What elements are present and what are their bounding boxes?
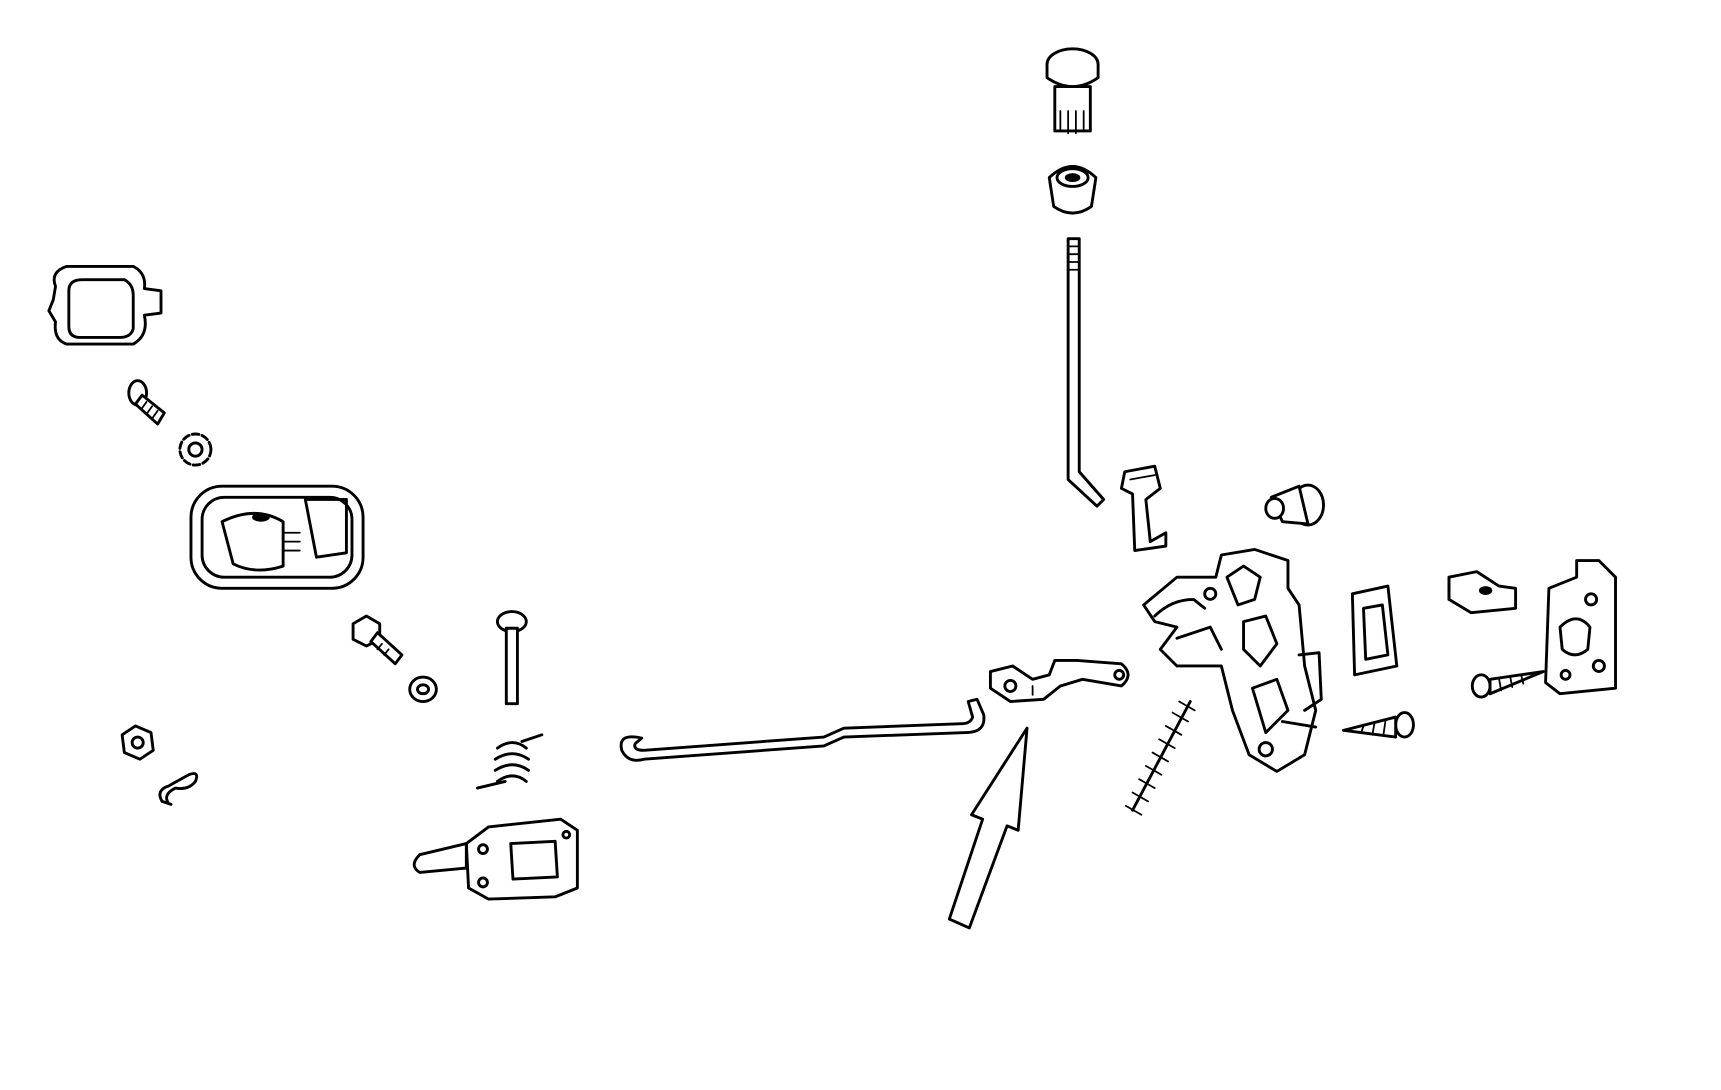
lock-washer [178,432,213,467]
gasket [1350,584,1399,677]
screw-striker [1470,670,1545,699]
handle-screw [127,379,166,426]
pivot-pin [495,610,528,706]
flat-washer [408,675,438,703]
inside-handle-bracket [412,817,579,901]
lock-knob [1045,47,1100,135]
striker-plate [1544,559,1617,696]
pointer-arrow [947,726,1029,930]
rod-clip [1119,464,1168,552]
outside-handle [47,264,163,346]
grommet [1047,165,1098,215]
handle-escutcheon [189,484,365,590]
bushing [1264,483,1325,527]
latch-spring [1124,700,1196,816]
handle-rod [619,697,986,762]
latch-assembly [1142,547,1323,773]
striker-pad [1447,570,1518,615]
hex-bolt [351,614,404,666]
torsion-spring [475,733,544,790]
hex-nut [120,724,155,761]
bell-crank-lever [988,658,1130,703]
lock-rod [1066,237,1106,508]
screw-latch [1342,711,1415,739]
spring-clip [158,772,199,806]
